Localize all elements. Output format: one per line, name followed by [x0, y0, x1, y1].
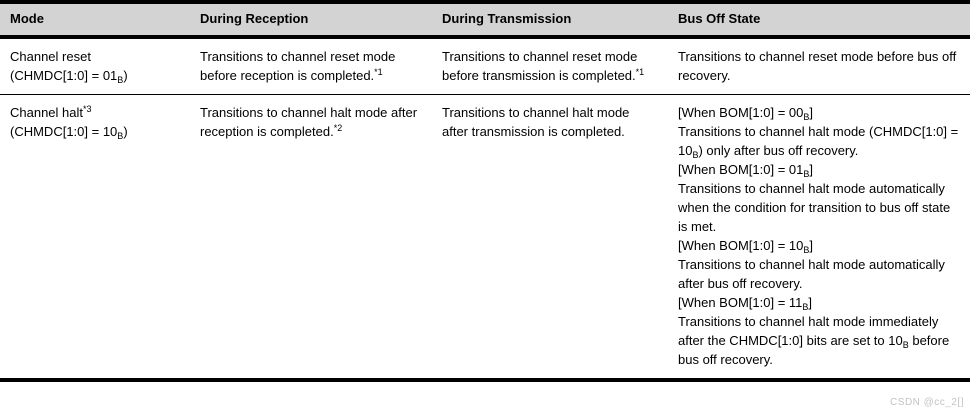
mode-register-subscript: B: [117, 131, 124, 141]
busoff-condition-label: [When BOM[1:0] = 10B]: [678, 236, 960, 255]
busoff-condition-prefix: [When BOM[1:0] = 10: [678, 238, 804, 253]
busoff-condition-group: [When BOM[1:0] = 10B] Transitions to chan…: [678, 236, 960, 293]
busoff-condition-label: [When BOM[1:0] = 01B]: [678, 160, 960, 179]
busoff-body-part1: Transitions to channel halt mode automat…: [678, 257, 945, 291]
busoff-condition-prefix: [When BOM[1:0] = 01: [678, 162, 804, 177]
busoff-condition-group: [When BOM[1:0] = 01B] Transitions to chan…: [678, 160, 960, 236]
mode-transition-table: Mode During Reception During Transmissio…: [0, 0, 970, 382]
busoff-body-part1: Transitions to channel halt mode immedia…: [678, 314, 939, 348]
cell-reception-channel-reset: Transitions to channel reset mode before…: [190, 37, 432, 95]
mode-register-line: (CHMDC[1:0] = 10B): [10, 122, 180, 141]
busoff-condition-group: [When BOM[1:0] = 00B]Transitions to chan…: [678, 103, 960, 160]
busoff-condition-label: [When BOM[1:0] = 11B]: [678, 293, 960, 312]
cell-busoff-channel-reset: Transitions to channel reset mode before…: [668, 37, 970, 95]
busoff-condition-prefix: [When BOM[1:0] = 00: [678, 105, 804, 120]
busoff-body-part1: Transitions to channel halt mode (CHMDC[…: [678, 124, 959, 158]
cell-busoff-channel-halt: [When BOM[1:0] = 00B]Transitions to chan…: [668, 94, 970, 382]
mode-register-prefix: (CHMDC[1:0] = 01: [10, 68, 118, 83]
table-header-row: Mode During Reception During Transmissio…: [0, 0, 970, 39]
table-row: Channel reset (CHMDC[1:0] = 01B) Transit…: [0, 37, 970, 95]
watermark: CSDN @cc_2[]: [890, 397, 964, 408]
table-header: Mode During Reception During Transmissio…: [0, 0, 970, 39]
busoff-condition-group: [When BOM[1:0] = 11B]Transitions to chan…: [678, 293, 960, 369]
cell-transmission-channel-halt: Transitions to channel halt mode after t…: [432, 94, 668, 382]
mode-name-line: Channel halt*3: [10, 103, 180, 122]
busoff-condition-subscript: B: [803, 112, 810, 122]
busoff-body-part2: before bus off recovery.: [678, 333, 950, 367]
busoff-condition-suffix: ]: [809, 105, 814, 120]
reception-footnote-marker: *1: [374, 67, 383, 77]
mode-name-line: Channel reset: [10, 47, 180, 66]
busoff-condition-subscript: B: [803, 245, 810, 255]
mode-name-footnote-marker: *3: [83, 104, 92, 114]
mode-register-suffix: ): [123, 68, 128, 83]
cell-mode-channel-reset: Channel reset (CHMDC[1:0] = 01B): [0, 37, 190, 95]
busoff-text: Transitions to channel reset mode before…: [678, 49, 957, 83]
column-header-during-reception: During Reception: [190, 0, 432, 39]
table-row: Channel halt*3 (CHMDC[1:0] = 10B) Transi…: [0, 94, 970, 382]
mode-register-suffix: ): [123, 124, 128, 139]
mode-register-line: (CHMDC[1:0] = 01B): [10, 66, 180, 85]
mode-register-prefix: (CHMDC[1:0] = 10: [10, 124, 118, 139]
busoff-condition-subscript: B: [802, 302, 809, 312]
column-header-during-transmission: During Transmission: [432, 0, 668, 39]
busoff-condition-subscript: B: [803, 169, 810, 179]
mode-name: Channel halt: [10, 105, 83, 120]
column-header-bus-off-state: Bus Off State: [668, 0, 970, 39]
mode-register-subscript: B: [117, 75, 124, 85]
busoff-condition-prefix: [When BOM[1:0] = 11: [678, 295, 803, 310]
transmission-text: Transitions to channel halt mode after t…: [442, 105, 630, 139]
cell-reception-channel-halt: Transitions to channel halt mode after r…: [190, 94, 432, 382]
reception-text: Transitions to channel halt mode after r…: [200, 105, 418, 139]
busoff-condition-suffix: ]: [808, 295, 813, 310]
busoff-condition-suffix: ]: [809, 162, 814, 177]
busoff-condition-suffix: ]: [809, 238, 814, 253]
busoff-body-part1: Transitions to channel halt mode automat…: [678, 181, 951, 234]
table-body: Channel reset (CHMDC[1:0] = 01B) Transit…: [0, 37, 970, 382]
busoff-condition-label: [When BOM[1:0] = 00B]: [678, 103, 960, 122]
reception-footnote-marker: *2: [333, 123, 343, 133]
busoff-body-part2: ) only after bus off recovery.: [698, 143, 859, 158]
cell-transmission-channel-reset: Transitions to channel reset mode before…: [432, 37, 668, 95]
reception-text: Transitions to channel reset mode before…: [200, 49, 396, 83]
column-header-mode: Mode: [0, 0, 190, 39]
busoff-body-subscript: B: [902, 340, 909, 350]
transmission-footnote-marker: *1: [635, 67, 645, 77]
busoff-body-subscript: B: [692, 150, 699, 160]
cell-mode-channel-halt: Channel halt*3 (CHMDC[1:0] = 10B): [0, 94, 190, 382]
mode-name: Channel reset: [10, 49, 91, 64]
transmission-text: Transitions to channel reset mode before…: [442, 49, 638, 83]
